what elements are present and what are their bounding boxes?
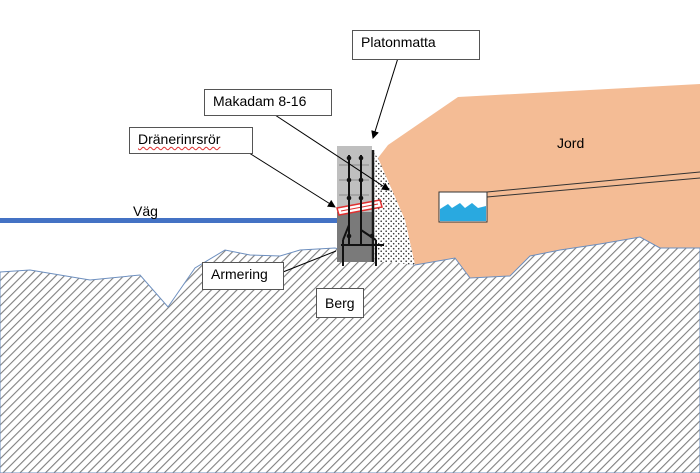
water-pipe (486, 171, 700, 198)
arrow-platonmatta (371, 57, 399, 139)
wall-upper (337, 146, 372, 212)
rebar-dots (346, 155, 375, 239)
label-dranerinrsror: Dränerinrsrör (129, 127, 253, 154)
label-jord: Jord (557, 135, 585, 151)
arrow-armering (282, 250, 337, 273)
soil-mass (378, 84, 700, 278)
arrow-makadam (271, 112, 390, 191)
label-makadam: Makadam 8-16 (204, 89, 332, 116)
label-dranerinrsror-text: Dränerinrsrör (138, 131, 221, 147)
arrow-dranerinrsror (245, 150, 336, 208)
water-container (438, 191, 488, 223)
label-armering: Armering (202, 262, 284, 290)
bedrock (0, 236, 700, 473)
road-surface (0, 218, 337, 223)
label-berg: Berg (316, 288, 364, 318)
label-vag: Väg (133, 203, 158, 219)
gravel-backfill (372, 150, 415, 265)
label-platonmatta: Platonmatta (352, 30, 480, 60)
